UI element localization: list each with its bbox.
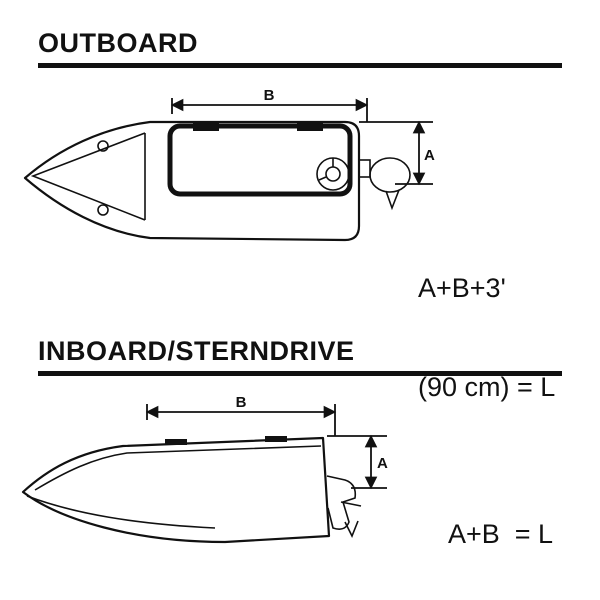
outboard-formula: A+B+3' (90 cm) = L [418, 206, 555, 470]
outboard-motor-cowl [369, 157, 411, 193]
cockpit-outline [167, 123, 353, 197]
sterndrive-prop-fin [344, 520, 359, 538]
hull-outline-topview [23, 120, 361, 242]
outboard-boat-diagram: B A [23, 88, 435, 242]
outboard-divider-rule [38, 63, 562, 68]
deck-fitting-rect [165, 439, 187, 445]
cleat-circle [97, 204, 109, 216]
outboard-formula-line2: (90 cm) = L [418, 371, 556, 402]
sterndrive-plate [340, 501, 362, 507]
bow-deck-lines [30, 132, 146, 221]
dim-b-label: B [236, 394, 247, 411]
outboard-formula-line1: A+B+3' [418, 272, 506, 303]
cleat-circle [97, 140, 109, 152]
steering-circle-inner [325, 166, 341, 182]
dim-a-label: A [424, 147, 435, 164]
inboard-divider-rule [38, 371, 562, 376]
seat-rect [193, 123, 219, 131]
deck-fitting-rect [265, 436, 287, 442]
inboard-boat-diagram: B A [21, 394, 388, 544]
motor-bracket [358, 159, 371, 178]
hull-outline-sideview [21, 436, 331, 544]
dim-a-label: A [377, 455, 388, 472]
chine-line [26, 495, 216, 529]
seat-rect [297, 123, 323, 131]
inboard-formula: A+B = L [448, 519, 554, 549]
inboard-section-title: INBOARD/STERNDRIVE [38, 336, 355, 366]
motor-skeg [385, 189, 400, 211]
steering-spokes [318, 158, 334, 181]
dim-b-label: B [264, 88, 275, 104]
sheer-line [34, 445, 322, 491]
outboard-section-title: OUTBOARD [38, 28, 198, 58]
